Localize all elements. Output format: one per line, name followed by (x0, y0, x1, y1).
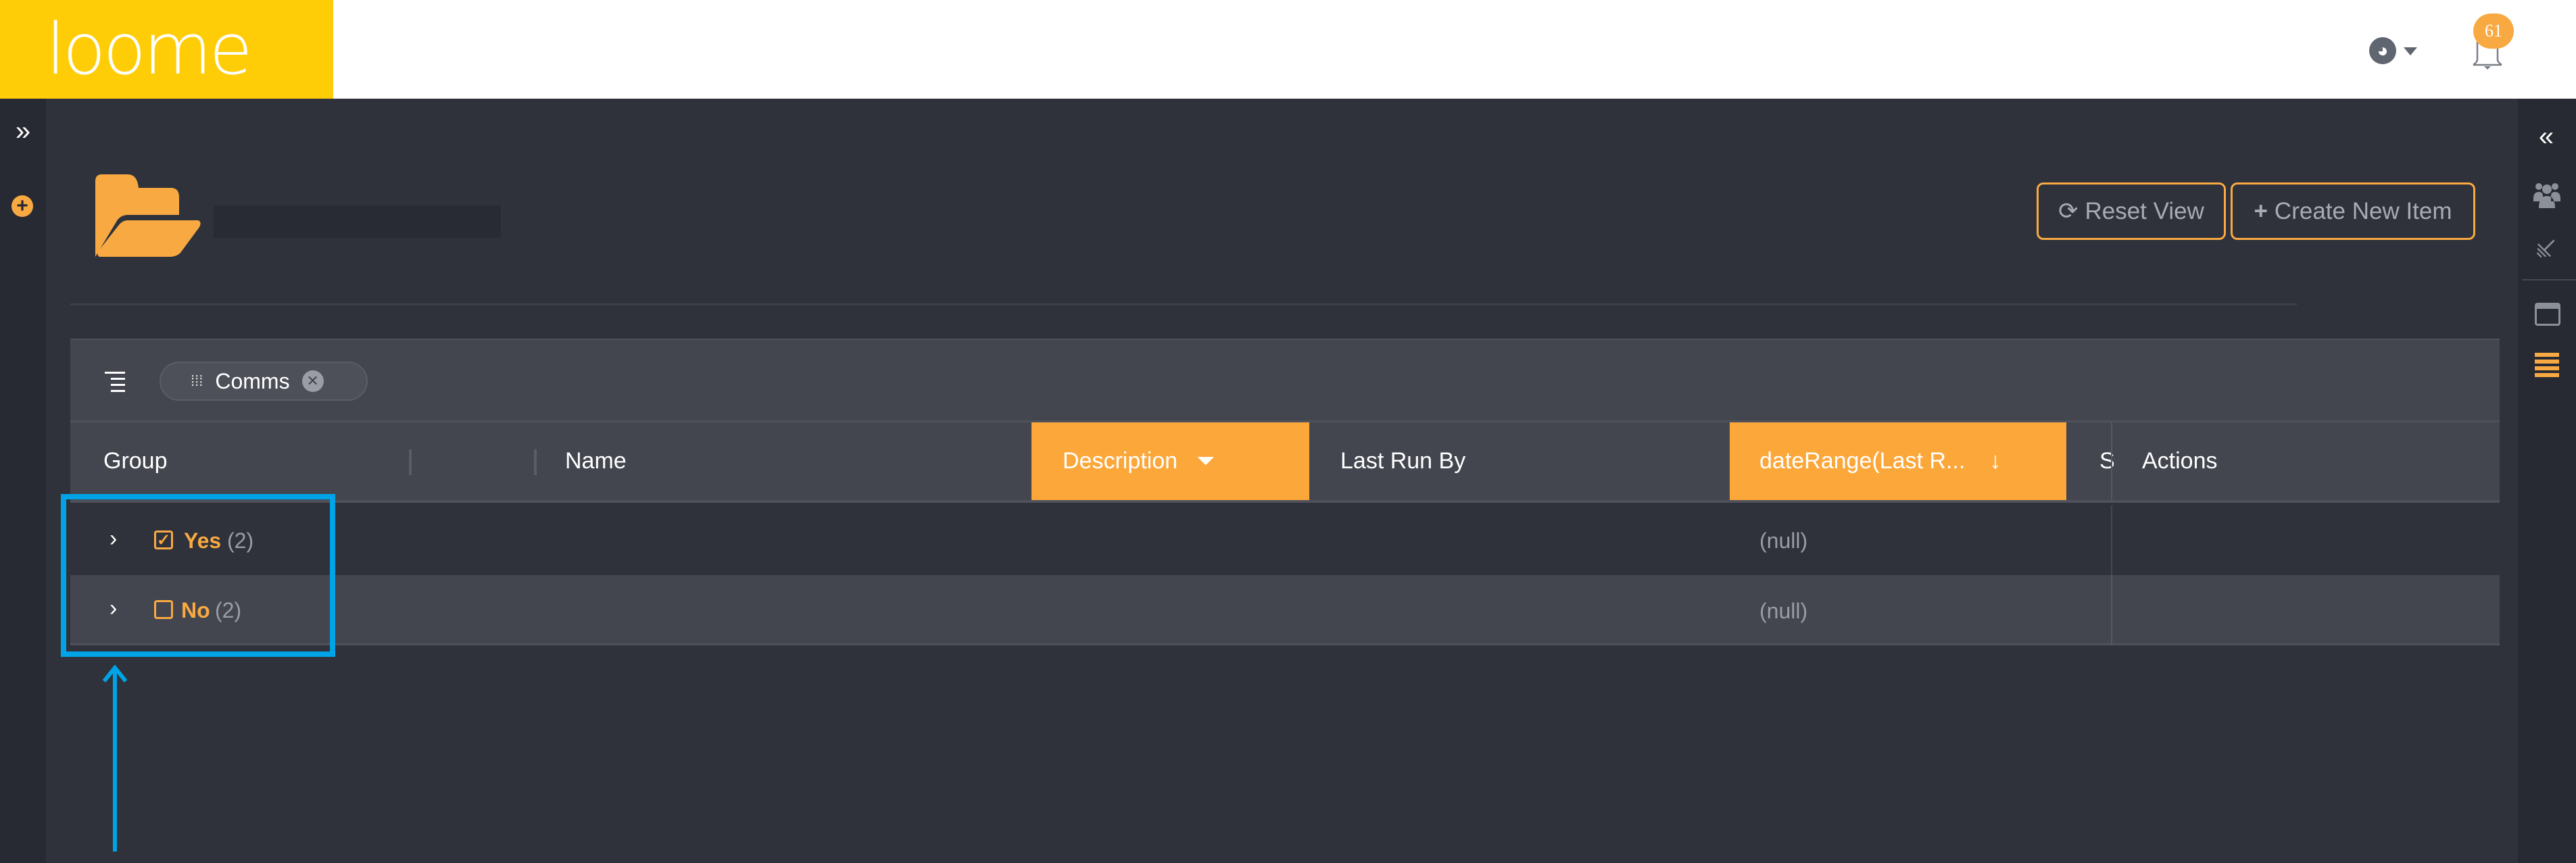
column-resizer[interactable] (534, 449, 537, 475)
grid-header: Group Name Description⏷ Last Run By date… (70, 422, 2500, 503)
highlight-box (61, 494, 335, 657)
pinned-divider (2111, 575, 2112, 645)
header-group[interactable]: Group (103, 448, 168, 474)
list-icon[interactable] (2535, 353, 2559, 377)
header-actions[interactable]: Actions (2142, 448, 2218, 474)
group-row-no[interactable]: › No (2) (70, 575, 2500, 645)
loome-logo[interactable]: loome (0, 0, 333, 99)
pinned-divider (2111, 506, 2112, 575)
group-chip-comms[interactable]: ⁞⁞⁞ Comms ✕ (160, 362, 368, 401)
expand-chevron-icon[interactable]: › (110, 595, 118, 621)
notification-badge: 61 (2473, 14, 2514, 49)
date-range-cell: (null) (1759, 599, 1808, 623)
expand-sidebar-icon[interactable]: » (15, 116, 31, 146)
refresh-icon: ⟳ (2058, 197, 2079, 224)
divider (70, 303, 2297, 305)
folder-open-icon (95, 174, 203, 257)
drag-handle-icon[interactable]: ⁞⁞⁞ (191, 372, 203, 389)
pinned-divider (2111, 422, 2112, 500)
sidebar-divider (2522, 279, 2576, 280)
header-last-run-by[interactable]: Last Run By (1340, 448, 1466, 474)
expand-chevron-icon[interactable]: › (110, 526, 118, 551)
checked-checkbox-icon[interactable]: ✓ (154, 531, 173, 549)
add-circle-icon[interactable]: + (11, 195, 33, 217)
bell-icon[interactable] (2471, 32, 2504, 70)
reset-view-button[interactable]: ⟳Reset View (2037, 182, 2226, 240)
highlight-arrow (101, 664, 128, 852)
caret-down-icon[interactable] (2404, 47, 2417, 55)
unchecked-checkbox-icon[interactable] (154, 600, 173, 619)
filter-icon[interactable]: ⏷ (1196, 448, 1215, 474)
grid-toolbar (70, 340, 2500, 422)
header-name[interactable]: Name (565, 448, 627, 474)
header-description[interactable]: Description⏷ (1031, 422, 1309, 500)
card-icon[interactable] (2535, 303, 2560, 326)
create-new-item-button[interactable]: +Create New Item (2231, 182, 2475, 240)
remove-group-icon[interactable]: ✕ (301, 370, 324, 392)
column-resizer[interactable] (409, 449, 412, 475)
top-bar (0, 0, 2576, 99)
sort-desc-icon[interactable]: ↓ (1989, 448, 2001, 474)
users-icon[interactable] (2533, 181, 2560, 208)
right-sidebar (2518, 99, 2576, 863)
globe-icon[interactable]: ◕ (2369, 37, 2396, 64)
header-s[interactable]: S (2099, 448, 2115, 474)
redacted-title (214, 205, 501, 238)
collapse-sidebar-icon[interactable]: « (2538, 121, 2554, 151)
group-row-yes[interactable]: › ✓ Yes (2) (70, 506, 2500, 575)
plus-icon: + (2254, 197, 2268, 224)
left-sidebar (0, 99, 46, 863)
header-date-range[interactable]: dateRange(Last R...↓ (1730, 422, 2066, 500)
date-range-cell: (null) (1759, 528, 1808, 553)
